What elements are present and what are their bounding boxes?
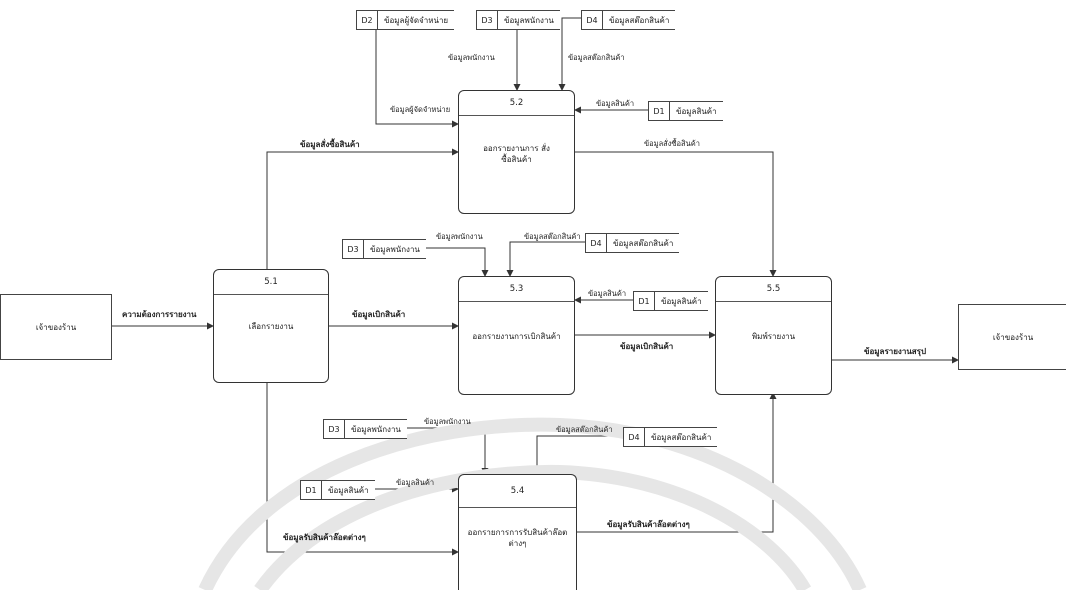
flow-label-d4-53: ข้อมูลสต๊อกสินค้า: [524, 232, 581, 241]
flow-line-54-55: [575, 392, 777, 533]
flow-line-d4-54: [533, 435, 623, 475]
store-id: D3: [324, 420, 345, 438]
external-entity-owner-right: เจ้าของร้าน: [958, 304, 1066, 370]
process-name: เลือกรายงาน: [248, 322, 294, 331]
flow-line-51-54: [266, 381, 459, 556]
data-store-d3-mid: D3 ข้อมูลพนักงาน: [342, 239, 426, 259]
watermark-emblem: [198, 417, 867, 590]
flow-label-order-52-55: ข้อมูลสั่งซื้อสินค้า: [644, 139, 700, 148]
flow-line-d2-52: [375, 30, 459, 128]
store-name: ข้อมูลสินค้า: [328, 485, 369, 495]
data-store-d3-top: D3 ข้อมูลพนักงาน: [476, 10, 560, 30]
flow-label-d3-53: ข้อมูลพนักงาน: [436, 232, 483, 241]
store-name: ข้อมูลพนักงาน: [370, 244, 420, 254]
flow-label-d1-54: ข้อมูลสินค้า: [396, 478, 435, 487]
flow-line-d4-53: [506, 241, 585, 277]
flow-label-d1-53: ข้อมูลสินค้า: [588, 289, 627, 298]
flow-label-order-51-52: ข้อมูลสั่งซื้อสินค้า: [300, 140, 360, 149]
store-name: ข้อมูลสต๊อกสินค้า: [609, 15, 670, 25]
data-store-d2-top: D2 ข้อมูลผู้จัดจำหน่าย: [356, 10, 455, 30]
store-id: D4: [582, 11, 603, 29]
process-5-4: 5.4 ออกรายการการรับสินค้าล๊อต ต่างๆ: [458, 474, 577, 590]
process-5-1: 5.1 เลือกรายงาน: [213, 269, 329, 383]
store-name: ข้อมูลสินค้า: [676, 106, 717, 116]
flow-label-recv-51-54: ข้อมูลรับสินค้าล๊อตต่างๆ: [283, 533, 366, 542]
flow-label-wd-53-55: ข้อมูลเบิกสินค้า: [620, 342, 674, 351]
flow-label-summary: ข้อมูลรายงานสรุป: [864, 347, 927, 356]
process-name: ออกรายการการรับสินค้าล๊อต ต่างๆ: [467, 528, 568, 548]
store-name: ข้อมูลผู้จัดจำหน่าย: [384, 15, 449, 25]
data-store-d1-54: D1 ข้อมูลสินค้า: [300, 480, 375, 500]
flow-label-d1-52: ข้อมูลสินค้า: [596, 99, 635, 108]
flow-label-d3-54: ข้อมูลพนักงาน: [424, 417, 471, 426]
store-name: ข้อมูลพนักงาน: [504, 15, 554, 25]
store-name: ข้อมูลพนักงาน: [351, 424, 401, 434]
flow-label-req: ความต้องการรายงาน: [122, 310, 197, 319]
flow-line-51-52: [266, 148, 459, 269]
store-id: D4: [624, 428, 645, 446]
process-id: 5.3: [459, 277, 574, 302]
process-id: 5.4: [459, 475, 576, 508]
flow-label-d4-54: ข้อมูลสต๊อกสินค้า: [556, 425, 613, 434]
store-name: ข้อมูลสินค้า: [661, 296, 702, 306]
flow-label-d3-52: ข้อมูลพนักงาน: [448, 53, 495, 62]
external-entity-owner-left: เจ้าของร้าน: [0, 294, 112, 360]
store-id: D2: [357, 11, 378, 29]
data-store-d1-53: D1 ข้อมูลสินค้า: [633, 291, 708, 311]
process-5-2: 5.2 ออกรายงานการ สั่งซื้อสินค้า: [458, 90, 575, 214]
store-id: D1: [301, 481, 322, 499]
process-name: ออกรายงานการ สั่งซื้อสินค้า: [483, 144, 550, 164]
process-name: ออกรายงานการเบิกสินค้า: [472, 332, 561, 341]
store-id: D3: [477, 11, 498, 29]
store-id: D1: [634, 292, 655, 310]
store-id: D4: [586, 234, 607, 252]
process-id: 5.1: [214, 270, 328, 295]
process-5-3: 5.3 ออกรายงานการเบิกสินค้า: [458, 276, 575, 395]
store-id: D1: [649, 102, 670, 120]
process-id: 5.2: [459, 91, 574, 116]
data-store-d4-mid: D4 ข้อมูลสต๊อกสินค้า: [585, 233, 680, 253]
data-store-d4-low: D4 ข้อมูลสต๊อกสินค้า: [623, 427, 718, 447]
data-store-d3-low: D3 ข้อมูลพนักงาน: [323, 419, 407, 439]
process-5-5: 5.5 พิมพ์รายงาน: [715, 276, 832, 395]
flow-line-52-55: [573, 151, 777, 277]
store-name: ข้อมูลสต๊อกสินค้า: [613, 238, 674, 248]
process-name: พิมพ์รายงาน: [751, 332, 796, 341]
data-store-d1-52: D1 ข้อมูลสินค้า: [648, 101, 723, 121]
data-store-d4-top: D4 ข้อมูลสต๊อกสินค้า: [581, 10, 676, 30]
flow-label-recv-54-55: ข้อมูลรับสินค้าล๊อตต่างๆ: [607, 520, 690, 529]
flow-line-d3-53: [425, 247, 489, 277]
flow-label-d4-52: ข้อมูลสต๊อกสินค้า: [568, 53, 625, 62]
flow-label-wd-51-53: ข้อมูลเบิกสินค้า: [352, 310, 406, 319]
flow-line-d4-52: [558, 17, 581, 91]
process-id: 5.5: [716, 277, 831, 302]
store-id: D3: [343, 240, 364, 258]
store-name: ข้อมูลสต๊อกสินค้า: [651, 432, 712, 442]
flow-label-d2-52: ข้อมูลผู้จัดจำหน่าย: [390, 105, 451, 114]
